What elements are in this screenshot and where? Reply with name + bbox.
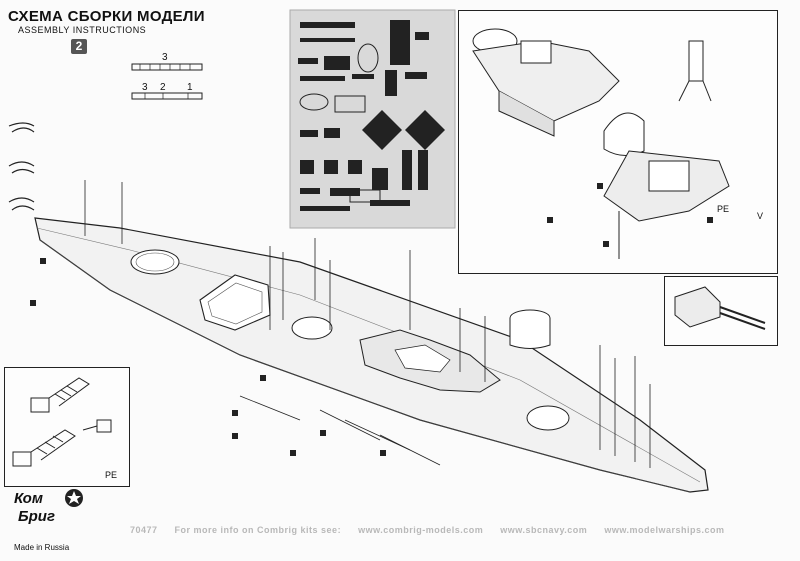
superstructure-drawing <box>472 28 730 259</box>
sheet-subtitle: ASSEMBLY INSTRUCTIONS <box>18 25 147 35</box>
ladder-pe-panel: PE <box>4 367 130 487</box>
pe-label: PE <box>105 470 118 480</box>
strip-label-3: 3 <box>142 82 148 93</box>
made-in-label: Made in Russia <box>14 543 70 552</box>
footer-code: 70477 <box>130 525 158 535</box>
hull-profile-parts <box>8 122 35 211</box>
photo-etch-fret <box>289 9 456 229</box>
turret-detail-panel <box>664 276 778 346</box>
step-number-badge: 2 <box>71 39 87 54</box>
footer-site-3: www.modelwarships.com <box>604 525 725 535</box>
ladder-drawing <box>12 377 112 467</box>
panel-v-label: V <box>757 211 764 221</box>
footer-site-2: www.sbcnavy.com <box>500 525 588 535</box>
panel-pe-label: PE <box>717 204 730 214</box>
strip-label-1: 1 <box>187 82 193 93</box>
logo-line-1: Ком <box>14 490 43 507</box>
footer-watermark: 70477 For more info on Combrig kits see:… <box>130 525 750 535</box>
superstructure-detail-panel: PE V <box>458 10 778 274</box>
combrig-logo: Ком Бриг <box>12 488 92 558</box>
logo-line-2: Бриг <box>18 508 55 525</box>
turret-drawing <box>674 286 766 330</box>
footer-site-1: www.combrig-models.com <box>358 525 484 535</box>
star-icon <box>65 489 83 507</box>
footer-info: For more info on Combrig kits see: <box>174 525 342 535</box>
strip-label-top: 3 <box>162 52 168 63</box>
strip-label-2: 2 <box>160 82 166 93</box>
sheet-title: СХЕМА СБОРКИ МОДЕЛИ <box>8 8 205 25</box>
